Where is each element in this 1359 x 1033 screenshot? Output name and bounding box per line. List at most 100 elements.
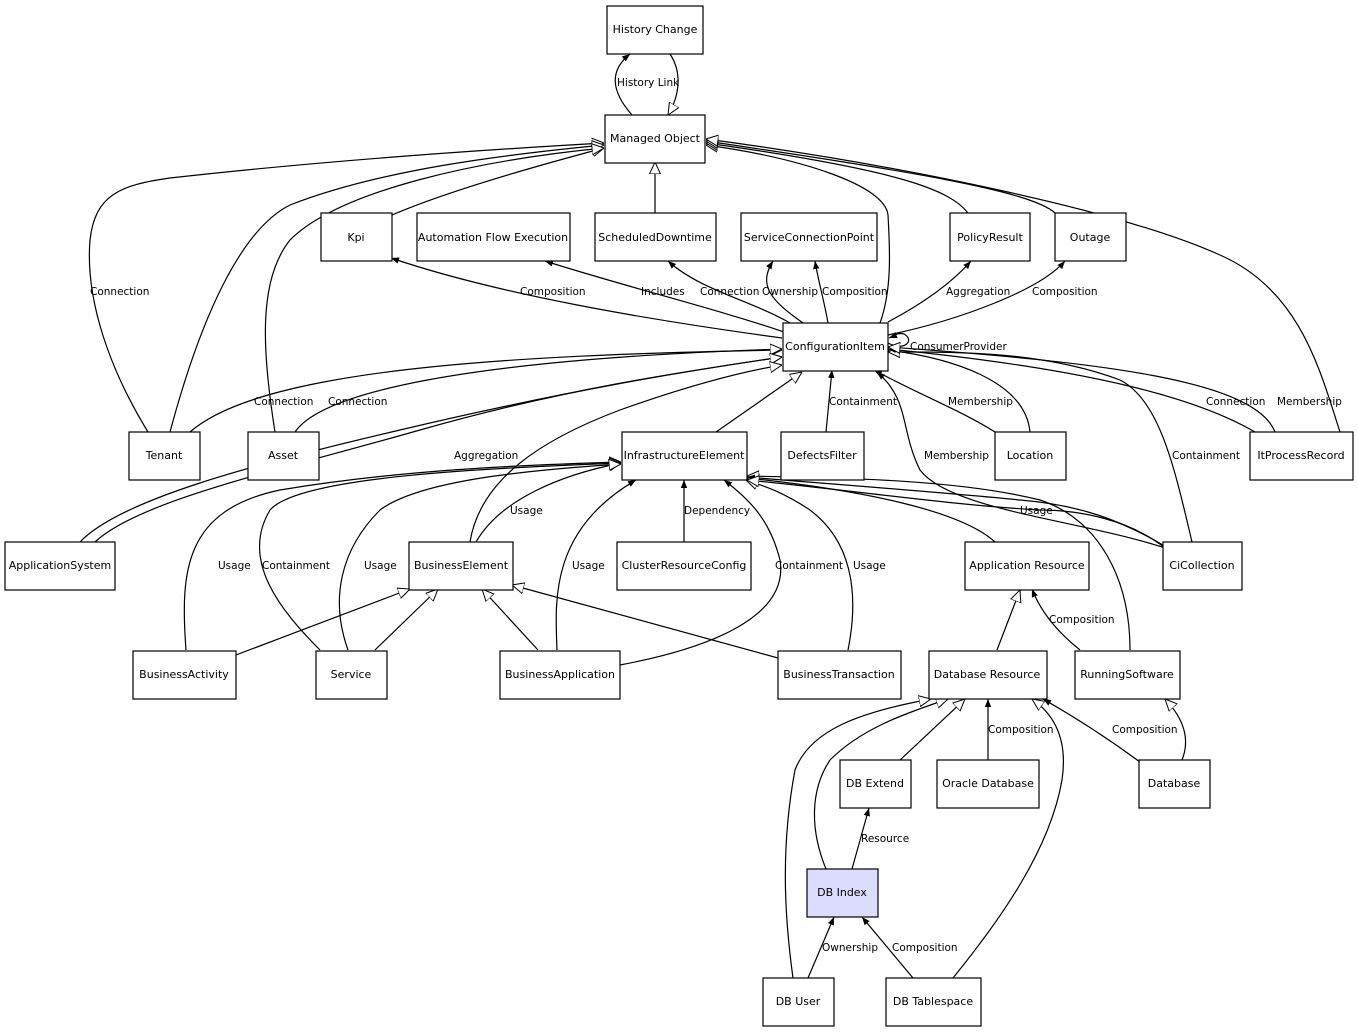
node-label: Automation Flow Execution: [418, 231, 568, 244]
edge-ci-collection-ci-membership: [876, 371, 1166, 549]
node-db-extend[interactable]: DB Extend: [839, 759, 912, 809]
node-label: ApplicationSystem: [9, 559, 111, 572]
edge-history-link: [614, 53, 633, 116]
edge-location-ci: [873, 369, 996, 433]
nodes-layer: History Change Managed Object Kpi Automa…: [4, 5, 1354, 1027]
edge-database-running-software: [1165, 699, 1187, 761]
node-label: BusinessApplication: [505, 668, 615, 681]
edge-it-process-record-managed-object: [706, 139, 1341, 433]
edge-label-running-software-composition: Composition: [1049, 614, 1115, 626]
edge-db-extend-database-resource: [899, 699, 965, 761]
node-business-transaction[interactable]: BusinessTransaction: [777, 650, 902, 700]
edge-label-ci-collection-membership: Membership: [924, 450, 989, 462]
edge-business-application-ie-containment: [619, 479, 782, 666]
edge-database-database-resource: [1042, 698, 1141, 763]
edge-business-application-be: [482, 589, 539, 651]
edge-ci-consumer-provider: [887, 332, 910, 347]
edge-ci-policy-result: [887, 260, 972, 323]
node-business-activity[interactable]: BusinessActivity: [132, 650, 237, 700]
node-scheduled-downtime[interactable]: ScheduledDowntime: [594, 212, 717, 262]
node-label: DB User: [776, 995, 821, 1008]
edge-asset-managed-object: [264, 148, 604, 433]
edge-ci-kpi: [390, 257, 783, 339]
node-label: Tenant: [145, 449, 183, 462]
edge-label-business-element-ie: Usage: [510, 505, 543, 517]
edge-label-ci-scheduled-downtime: Connection: [700, 286, 759, 298]
edge-application-resource-ie: [747, 478, 996, 543]
edge-label-history-link: History Link: [617, 77, 680, 89]
node-tenant[interactable]: Tenant: [128, 431, 201, 481]
edge-db-index-db-extend: [851, 807, 870, 870]
node-label: ItProcessRecord: [1257, 449, 1344, 462]
node-database[interactable]: Database: [1138, 759, 1211, 809]
edge-label-business-transaction-usage: Usage: [853, 560, 886, 572]
edge-kpi-managed-object: [391, 148, 604, 216]
node-kpi[interactable]: Kpi: [320, 212, 393, 262]
edge-label-ci-scp-ownership: Ownership: [762, 286, 818, 298]
node-policy-result[interactable]: PolicyResult: [949, 212, 1031, 262]
node-asset[interactable]: Asset: [247, 431, 320, 481]
edge-label-it-process-record-membership: Membership: [1277, 396, 1342, 408]
edge-business-transaction-ie: [746, 480, 854, 651]
node-defects-filter[interactable]: DefectsFilter: [780, 431, 865, 481]
node-label: RunningSoftware: [1080, 668, 1174, 681]
node-outage[interactable]: Outage: [1054, 212, 1127, 262]
edge-db-tablespace-database-resource: [952, 699, 1064, 979]
edge-label-database-composition: Composition: [1112, 724, 1178, 736]
node-infrastructure-element[interactable]: InfrastructureElement: [621, 431, 748, 481]
node-service[interactable]: Service: [315, 650, 388, 700]
node-cluster-resource-config[interactable]: ClusterResourceConfig: [616, 541, 752, 591]
node-label: ServiceConnectionPoint: [744, 231, 875, 244]
node-location[interactable]: Location: [994, 431, 1067, 481]
edge-database-resource-ar: [996, 590, 1020, 651]
edge-label-tenant-managed-object: Connection: [90, 286, 149, 298]
edge-business-element-ci: [469, 365, 782, 543]
edge-ci-collection-ie-b: [747, 480, 1166, 549]
node-db-index[interactable]: DB Index: [806, 868, 879, 918]
node-label: PolicyResult: [957, 231, 1023, 244]
edge-label-ci-policy-result: Aggregation: [946, 286, 1010, 298]
node-business-application[interactable]: BusinessApplication: [499, 650, 621, 700]
node-db-tablespace[interactable]: DB Tablespace: [885, 977, 982, 1027]
edge-location-ci-b: [888, 350, 1031, 433]
node-managed-object[interactable]: Managed Object: [604, 114, 706, 164]
node-automation-flow-execution[interactable]: Automation Flow Execution: [416, 212, 571, 262]
edge-it-process-record-ci-membership: [888, 347, 1276, 433]
edge-labels-layer: History Link Connection Composition Incl…: [90, 77, 1342, 954]
edge-label-db-index-resource: Resource: [861, 833, 909, 845]
node-oracle-database[interactable]: Oracle Database: [936, 759, 1040, 809]
node-business-element[interactable]: BusinessElement: [408, 541, 514, 591]
node-application-system[interactable]: ApplicationSystem: [4, 541, 116, 591]
edge-label-cluster-dependency: Dependency: [684, 505, 750, 517]
node-history-change[interactable]: History Change: [606, 5, 704, 55]
node-label: Asset: [268, 449, 299, 462]
edge-service-ie-usage: [338, 464, 621, 651]
node-label: DefectsFilter: [787, 449, 857, 462]
edge-label-ci-collection-containment: Containment: [1172, 450, 1240, 462]
node-database-resource[interactable]: Database Resource: [928, 650, 1048, 700]
node-running-software[interactable]: RunningSoftware: [1074, 650, 1181, 700]
node-label: DB Extend: [846, 777, 904, 790]
edge-label-ci-scp-composition: Composition: [822, 286, 888, 298]
edge-label-ci-outage: Composition: [1032, 286, 1098, 298]
edge-label-db-user-ownership: Ownership: [822, 942, 878, 954]
edge-running-software-ar: [1031, 588, 1081, 651]
node-it-process-record[interactable]: ItProcessRecord: [1249, 431, 1354, 481]
node-label: BusinessElement: [414, 559, 509, 572]
node-configuration-item[interactable]: ConfigurationItem: [782, 322, 889, 372]
node-label: Service: [331, 668, 372, 681]
node-db-user[interactable]: DB User: [762, 977, 835, 1027]
node-label: History Change: [613, 23, 698, 36]
edge-tenant-managed-object-b: [169, 145, 604, 433]
node-application-resource[interactable]: Application Resource: [964, 541, 1090, 591]
edge-db-user-database-resource: [784, 699, 931, 979]
edge-db-user-db-index: [807, 916, 835, 979]
node-label: BusinessActivity: [139, 668, 229, 681]
edge-ci-scp-composition: [813, 260, 829, 324]
node-service-connection-point[interactable]: ServiceConnectionPoint: [740, 212, 878, 262]
edge-label-asset-ci: Connection: [328, 396, 387, 408]
edge-label-ci-consumer-provider: ConsumerProvider: [910, 341, 1007, 353]
node-label: Database: [1148, 777, 1201, 790]
node-ci-collection[interactable]: CiCollection: [1162, 541, 1243, 591]
